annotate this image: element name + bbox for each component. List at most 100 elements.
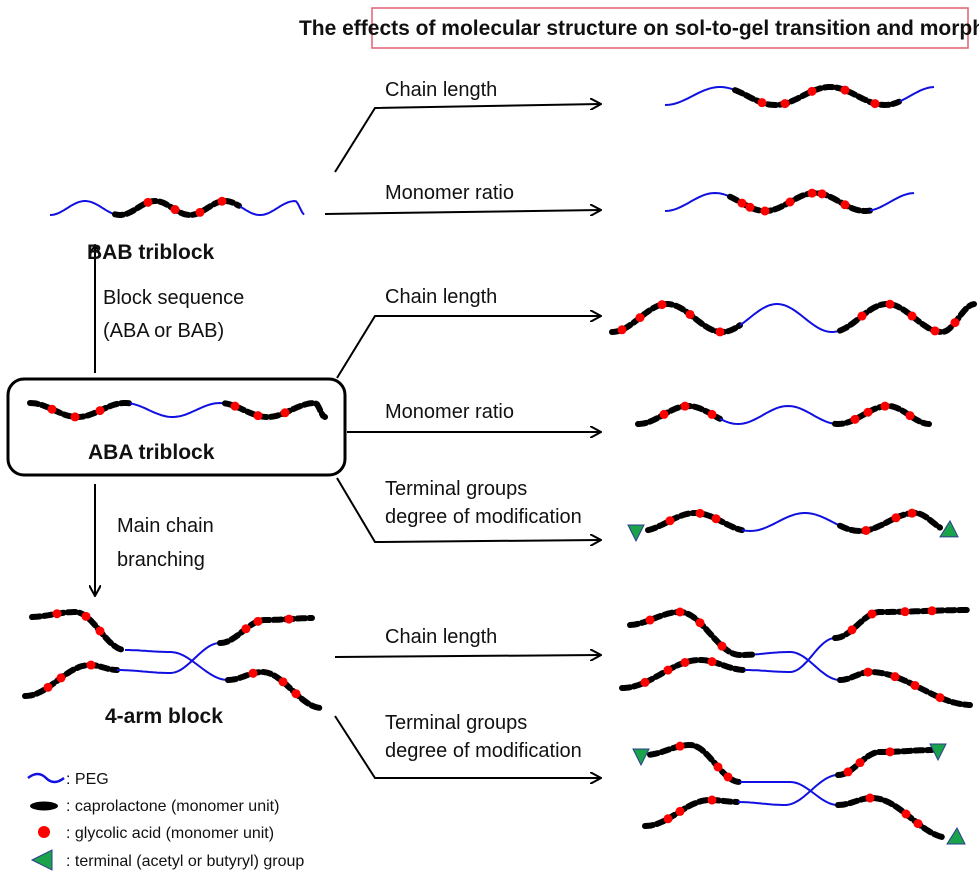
label-bab-triblock: BAB triblock xyxy=(87,241,215,264)
glycolic-acid-dot xyxy=(935,693,945,703)
glycolic-acid-dot xyxy=(47,404,57,414)
legend-glycolic-acid: : glycolic acid (monomer unit) xyxy=(66,825,274,842)
caprolactone-icon xyxy=(30,801,58,811)
glycolic-acid-dot xyxy=(950,318,960,328)
peg-segment xyxy=(740,781,839,806)
label-aba-chain-length: Chain length xyxy=(385,286,497,308)
glycolic-acid-dot xyxy=(659,409,669,419)
peg-icon xyxy=(27,772,65,784)
aba-terminal-molecule xyxy=(627,508,959,543)
glycolic-acid-dot xyxy=(901,809,911,819)
4-arm-chain-length-strand-2 xyxy=(619,606,970,691)
caprolactone-segment xyxy=(635,402,723,427)
glycolic-acid-dot xyxy=(780,99,790,109)
glycolic-acid-dot xyxy=(711,514,721,524)
peg-segment xyxy=(738,774,839,806)
legend-caprolactone: : caprolactone (monomer unit) xyxy=(66,798,279,815)
glycolic-acid-dot xyxy=(913,819,923,829)
glycolic-acid-dot xyxy=(927,606,937,616)
label-4-arm-block: 4-arm block xyxy=(105,705,223,728)
4-arm-terminal-strand-1 xyxy=(632,741,966,845)
caprolactone-segment xyxy=(29,609,127,653)
glycolic-acid-dot xyxy=(195,207,205,217)
peg-segment xyxy=(125,649,228,681)
glycolic-acid-dot xyxy=(857,311,867,321)
glycolic-acid-dot xyxy=(760,206,770,216)
caprolactone-segment xyxy=(645,510,745,534)
glycolic-acid-dot xyxy=(907,311,917,321)
glycolic-acid-dot xyxy=(52,609,62,619)
glycolic-acid-dot xyxy=(86,660,96,670)
glycolic-acid-dot xyxy=(870,99,880,109)
label-aba-terminal-1: Terminal groups xyxy=(385,478,527,500)
glycolic-acid-dot xyxy=(847,625,857,635)
bab-triblock xyxy=(49,196,305,218)
4-arm-chain-length-strand-1 xyxy=(627,607,973,708)
label-block-sequence-1: Block sequence xyxy=(103,287,244,309)
glycolic-acid-dot xyxy=(900,607,910,617)
arrow-arm-terminal xyxy=(334,715,600,778)
glycolic-acid-dot xyxy=(663,814,673,824)
glycolic-acid-icon xyxy=(38,826,50,838)
caprolactone-segment xyxy=(225,668,323,711)
4-arm-strand-1 xyxy=(29,609,323,711)
glycolic-acid-dot xyxy=(675,607,685,617)
glycolic-acid-dot xyxy=(278,677,288,687)
peg-segment xyxy=(745,637,836,673)
glycolic-acid-dot xyxy=(880,401,890,411)
aba-monomer-ratio-molecule xyxy=(635,401,932,427)
glycolic-acid-dot xyxy=(707,657,717,667)
terminal-group-triangle xyxy=(929,743,947,762)
glycolic-acid-dot xyxy=(675,806,685,816)
glycolic-acid-dot xyxy=(840,85,850,95)
glycolic-acid-dot xyxy=(910,680,920,690)
glycolic-acid-dot xyxy=(56,673,66,683)
glycolic-acid-dot xyxy=(723,772,733,782)
glycolic-acid-dot xyxy=(280,408,290,418)
aba-box xyxy=(6,377,347,477)
label-arm-terminal-1: Terminal groups xyxy=(385,712,527,734)
terminal-group-icon xyxy=(30,849,53,871)
4-arm-strand-2 xyxy=(22,614,315,699)
arrow-aba-terminal xyxy=(336,477,600,542)
caprolactone-segment xyxy=(22,662,120,699)
glycolic-acid-dot xyxy=(865,793,875,803)
glycolic-acid-dot xyxy=(717,641,727,651)
glycolic-acid-dot xyxy=(785,197,795,207)
glycolic-acid-dot xyxy=(143,197,153,207)
glycolic-acid-dot xyxy=(843,767,853,777)
glycolic-acid-dot xyxy=(248,668,258,678)
label-branching-1: Main chain xyxy=(117,515,214,537)
caprolactone-segment xyxy=(27,400,133,420)
glycolic-acid-dot xyxy=(807,86,817,96)
glycolic-acid-dot xyxy=(81,611,91,621)
peg-segment xyxy=(129,401,225,418)
glycolic-acid-dot xyxy=(695,618,705,628)
glycolic-acid-dot xyxy=(715,327,725,337)
glycolic-acid-dot xyxy=(930,326,940,336)
caprolactone-segment xyxy=(837,510,943,535)
peg-segment xyxy=(49,200,115,216)
glycolic-acid-dot xyxy=(43,682,53,692)
caprolactone-segment xyxy=(832,607,970,641)
title: The effects of molecular structure on so… xyxy=(299,17,979,40)
caprolactone-segment xyxy=(642,797,740,829)
bab-chain-length-molecule xyxy=(664,84,935,109)
glycolic-acid-dot xyxy=(685,309,695,319)
glycolic-acid-dot xyxy=(817,189,827,199)
peg-segment xyxy=(739,303,841,334)
peg-segment xyxy=(719,404,835,426)
glycolic-acid-dot xyxy=(95,406,105,416)
caprolactone-segment xyxy=(217,615,315,646)
glycolic-acid-dot xyxy=(217,196,227,206)
caprolactone-segment xyxy=(835,747,935,778)
glycolic-acid-dot xyxy=(253,616,263,626)
arrow-arm-chain-length xyxy=(334,655,600,657)
legend-peg: : PEG xyxy=(66,771,109,788)
glycolic-acid-dot xyxy=(861,525,871,535)
glycolic-acid-dot xyxy=(907,508,917,518)
glycolic-acid-dot xyxy=(617,325,627,335)
glycolic-acid-dot xyxy=(657,300,667,310)
aba-chain-length-molecule xyxy=(609,299,977,337)
